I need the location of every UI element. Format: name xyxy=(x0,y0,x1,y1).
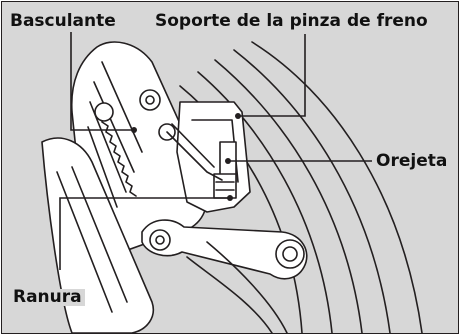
tire-arc-outer xyxy=(251,41,423,333)
pivot-right xyxy=(275,239,305,269)
tire-arc-3 xyxy=(214,59,363,333)
tire-arc-2 xyxy=(233,49,391,333)
label-caliper-bracket: Soporte de la pinza de freno xyxy=(152,13,431,30)
bolt-left xyxy=(94,102,114,122)
bolt-top xyxy=(139,89,161,111)
tire-arc-4 xyxy=(197,71,333,333)
lower-arm xyxy=(41,137,154,333)
label-slot: Ranura xyxy=(10,289,85,306)
leader-slot xyxy=(59,197,230,270)
label-tab: Orejeta xyxy=(373,153,451,170)
brake-assembly-illustration xyxy=(41,32,423,333)
pivot-left xyxy=(149,229,171,251)
label-swingarm: Basculante xyxy=(7,13,119,30)
leader-swingarm xyxy=(70,32,134,131)
serrated-edge xyxy=(101,121,137,197)
leader-caliper-bracket xyxy=(238,34,306,117)
brake-arm xyxy=(141,219,308,280)
brake-rod xyxy=(166,131,223,181)
